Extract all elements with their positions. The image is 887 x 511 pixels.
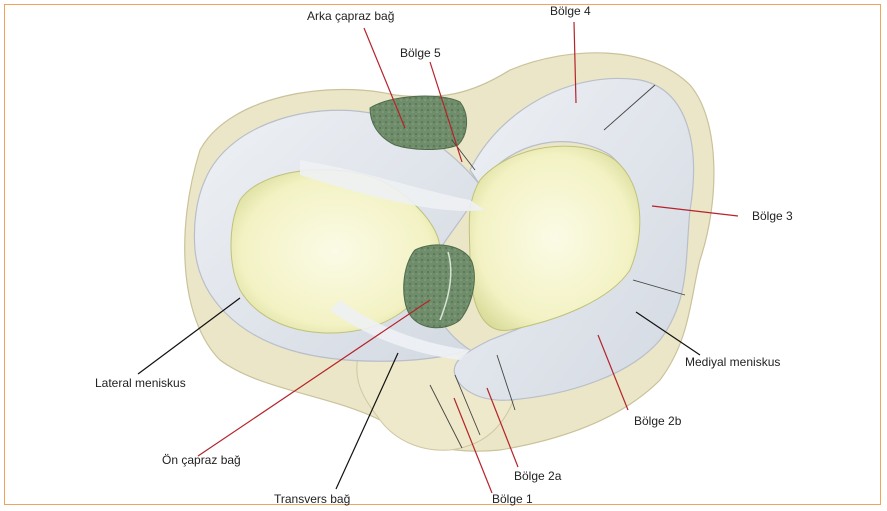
label-bolge-5: Bölge 5 bbox=[400, 46, 441, 60]
label-arka-capraz-bag: Arka çapraz bağ bbox=[307, 9, 394, 23]
label-bolge-2b: Bölge 2b bbox=[634, 414, 682, 428]
label-bolge-2a: Bölge 2a bbox=[514, 469, 562, 483]
label-on-capraz-bag: Ön çapraz bağ bbox=[162, 453, 241, 467]
label-mediyal-menisku: Mediyal meniskus bbox=[685, 355, 780, 369]
label-bolge-3: Bölge 3 bbox=[752, 209, 793, 223]
label-bolge-4: Bölge 4 bbox=[550, 4, 591, 18]
label-transvers-bag: Transvers bağ bbox=[274, 492, 350, 506]
anterior-cruciate-ligament bbox=[404, 245, 475, 328]
label-bolge-1: Bölge 1 bbox=[492, 492, 533, 506]
label-lateral-menisku: Lateral meniskus bbox=[95, 376, 186, 390]
